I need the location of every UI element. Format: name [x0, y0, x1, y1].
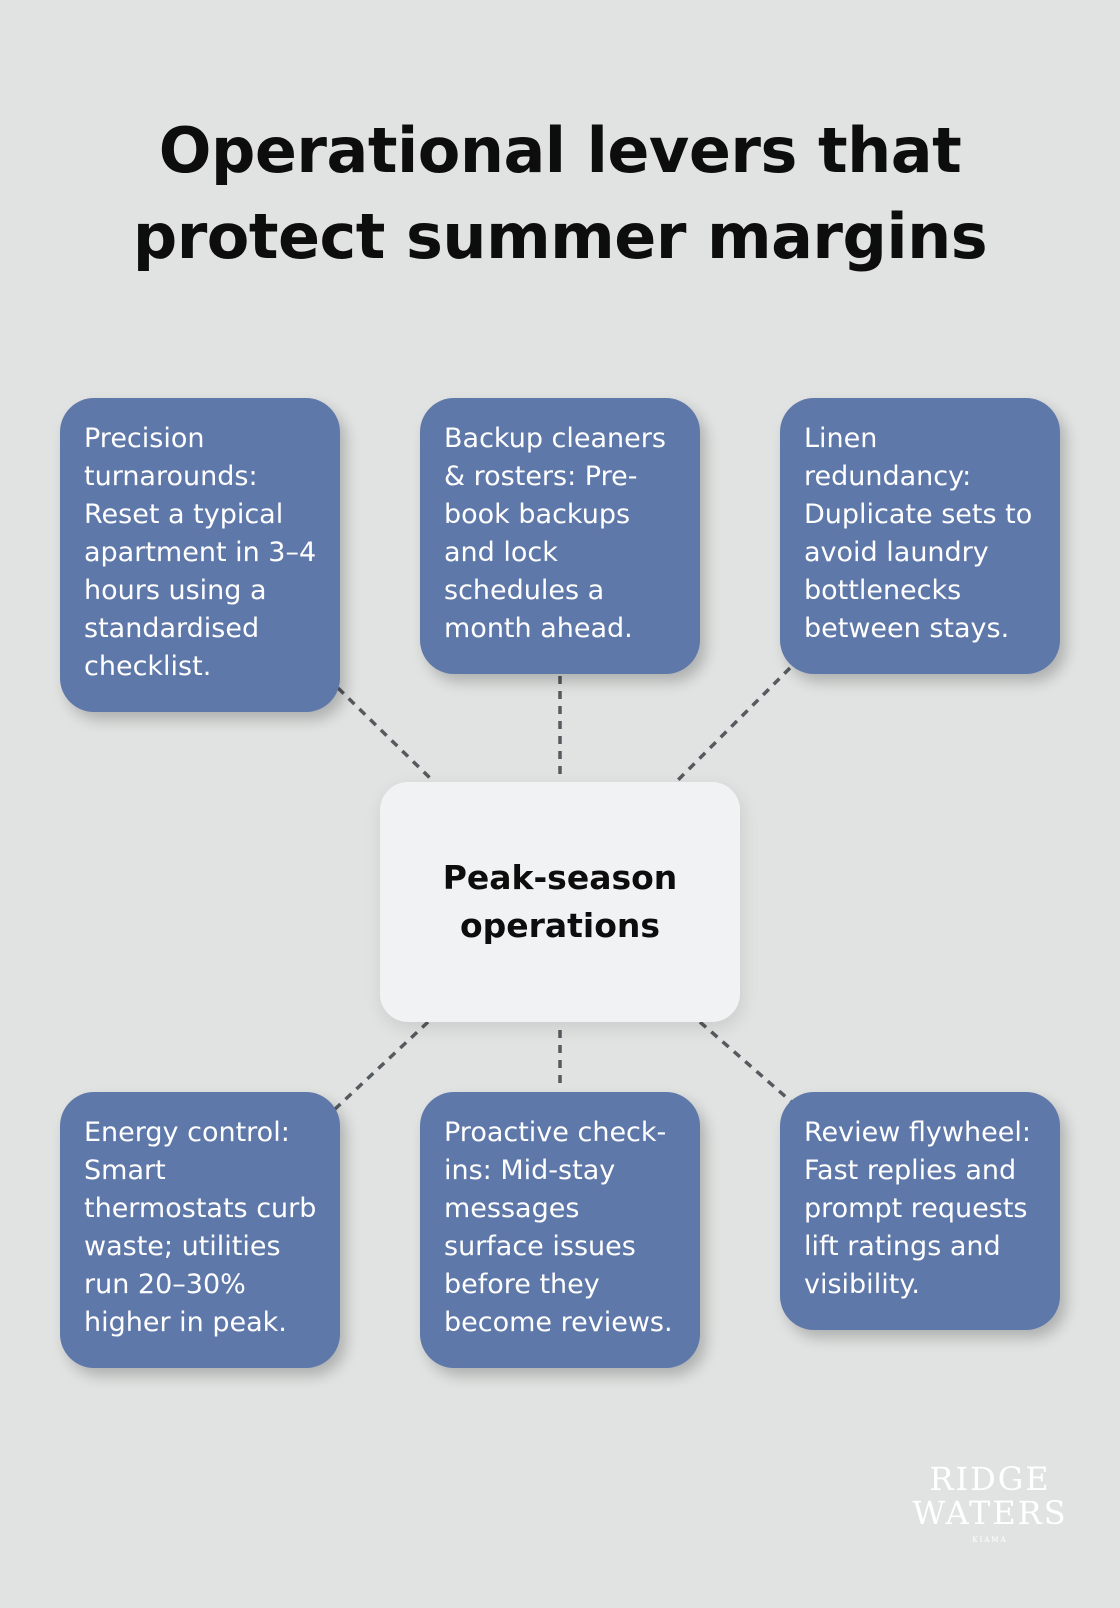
lever-card-proactive-check-ins: Proactive check-ins: Mid-stay messages s…	[420, 1092, 700, 1368]
lever-card-linen-redundancy: Linen redundancy: Duplicate sets to avoi…	[780, 398, 1060, 674]
lever-card-energy-control: Energy control: Smart thermostats curb w…	[60, 1092, 340, 1368]
lever-card-text: Linen redundancy: Duplicate sets to avoi…	[804, 423, 1033, 644]
lever-card-review-flywheel: Review flywheel: Fast replies and prompt…	[780, 1092, 1060, 1330]
logo-line-1: RIDGE	[929, 1460, 1051, 1498]
connector-bottom-left	[332, 1020, 430, 1112]
lever-card-backup-cleaners: Backup cleaners & rosters: Pre-book back…	[420, 398, 700, 674]
connector-top-left	[336, 686, 434, 782]
lever-card-precision-turnarounds: Precision turnarounds: Reset a typical a…	[60, 398, 340, 712]
lever-card-text: Backup cleaners & rosters: Pre-book back…	[444, 423, 666, 644]
lever-card-text: Proactive check-ins: Mid-stay messages s…	[444, 1117, 673, 1338]
logo-line-2: WATERS	[912, 1494, 1068, 1532]
lever-card-text: Energy control: Smart thermostats curb w…	[84, 1117, 317, 1338]
connector-bottom-right	[698, 1020, 796, 1106]
connector-top-right	[676, 666, 792, 782]
logo-line-3: KIAMA	[972, 1536, 1008, 1544]
lever-card-text: Precision turnarounds: Reset a typical a…	[84, 423, 317, 682]
page-title: Operational levers that protect summer m…	[132, 114, 988, 273]
brand-logo: RIDGE WATERS KIAMA	[900, 1462, 1080, 1544]
central-node: Peak-season operations	[380, 782, 740, 1022]
central-node-label: Peak-season operations	[442, 858, 678, 945]
lever-card-text: Review flywheel: Fast replies and prompt…	[804, 1117, 1031, 1300]
